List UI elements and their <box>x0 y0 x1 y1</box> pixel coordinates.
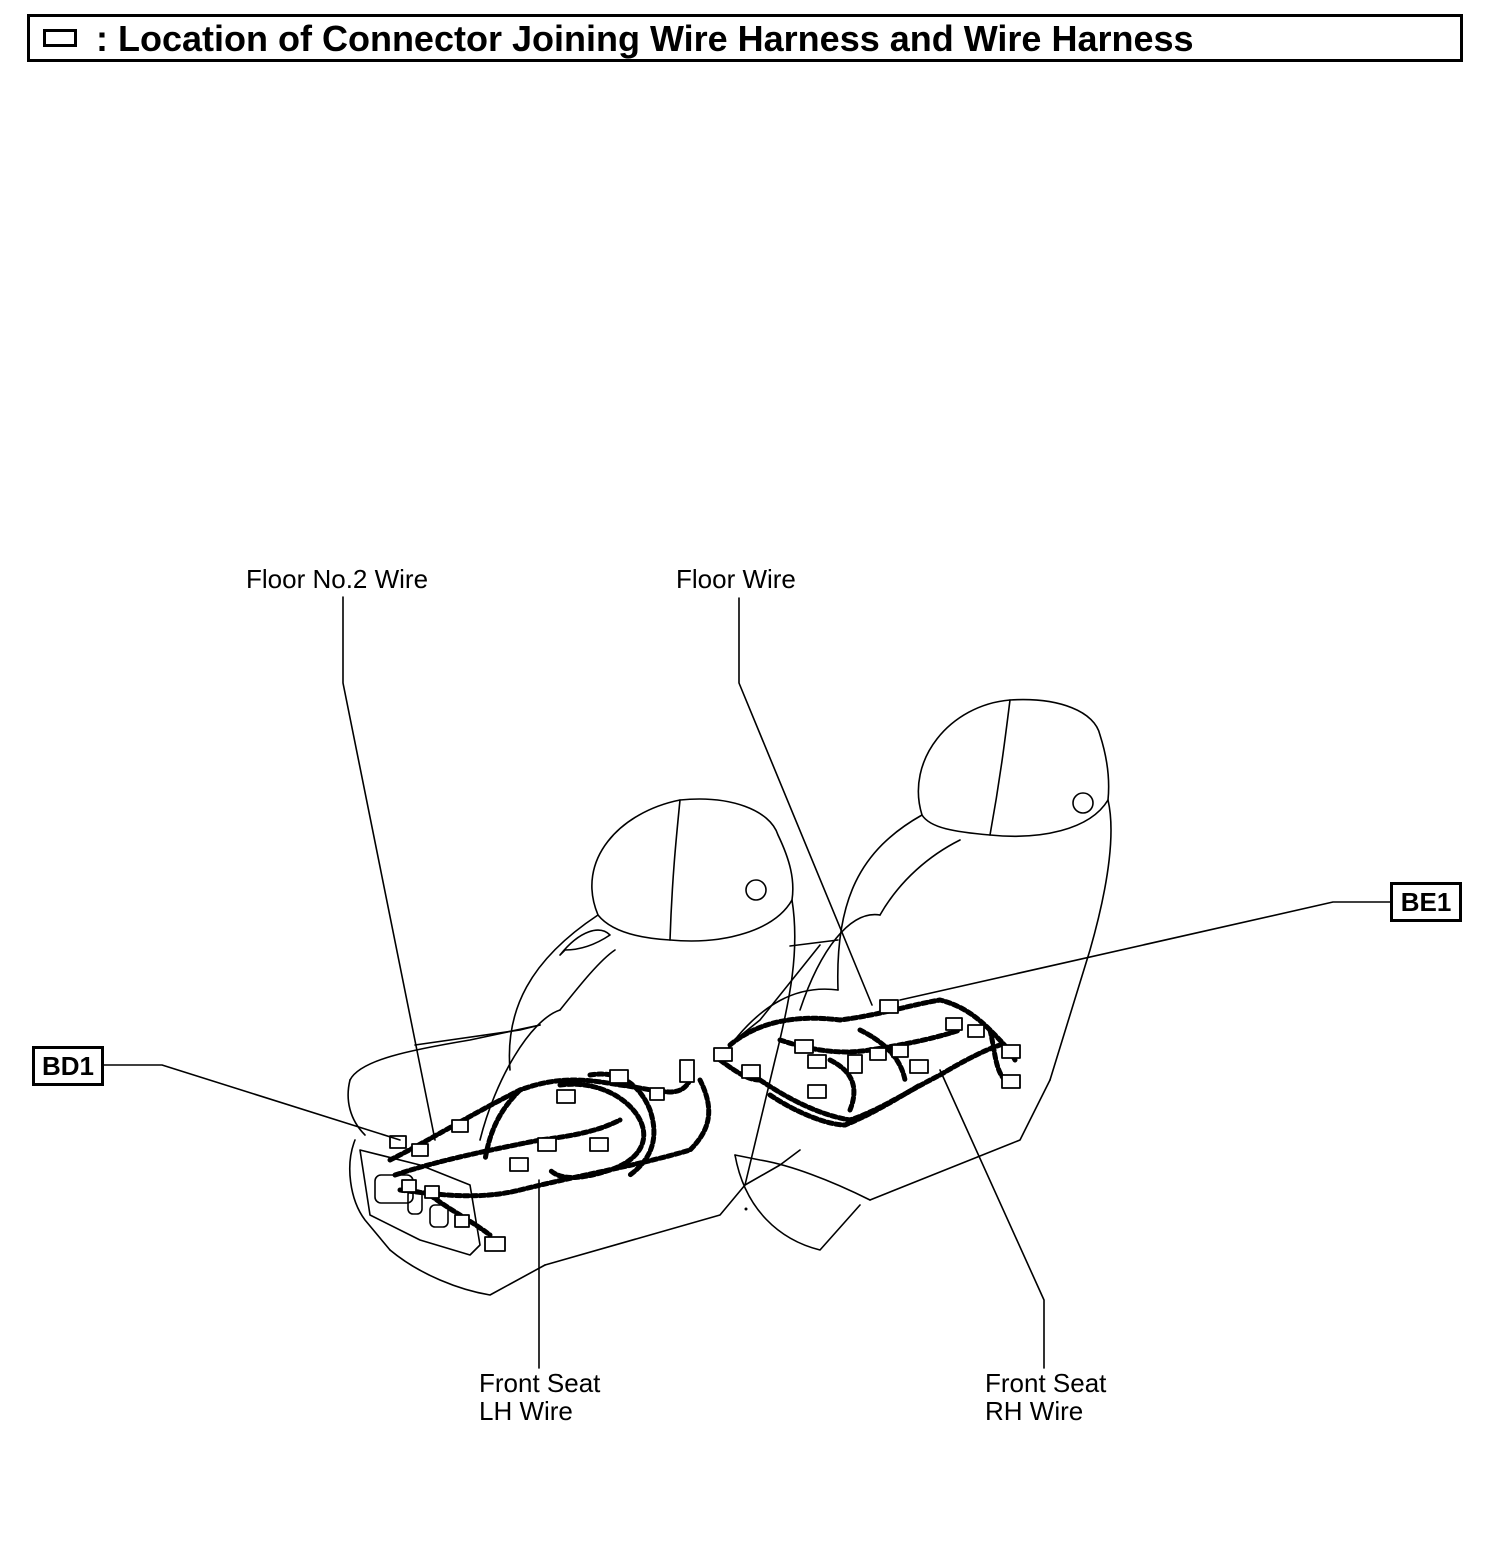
leader-bd1 <box>103 1064 401 1141</box>
right-seat-outline <box>719 698 1112 1251</box>
front-seat-lh-wire-line2: LH Wire <box>479 1396 573 1426</box>
leader-front-seat-rh-wire <box>939 1069 1045 1369</box>
leader-floor-wire <box>738 597 873 1006</box>
connector-blocks <box>389 999 1021 1252</box>
left-seat-outline <box>347 798 821 1296</box>
leader-floor-no2-wire <box>342 596 436 1141</box>
leader-lines <box>103 596 1393 1369</box>
page-title: : Location of Connector Joining Wire Har… <box>96 18 1194 59</box>
floor-wire-label: Floor Wire <box>676 564 796 594</box>
front-seat-lh-wire-label: Front Seat LH Wire <box>479 1369 600 1425</box>
floor-no2-wire-label: Floor No.2 Wire <box>246 564 429 594</box>
connector-code-be1: BE1 <box>1390 882 1462 922</box>
front-seat-rh-wire-line1: Front Seat <box>985 1368 1107 1398</box>
rectangle-outline-icon <box>43 29 77 47</box>
front-seat-lh-wire-line1: Front Seat <box>479 1368 601 1398</box>
title-bar: : Location of Connector Joining Wire Har… <box>27 14 1463 62</box>
leader-be1 <box>899 901 1393 1001</box>
front-seat-rh-wire-line2: RH Wire <box>985 1396 1084 1426</box>
connector-code-bd1: BD1 <box>32 1046 104 1086</box>
front-seat-rh-wire-label: Front Seat RH Wire <box>985 1369 1106 1425</box>
